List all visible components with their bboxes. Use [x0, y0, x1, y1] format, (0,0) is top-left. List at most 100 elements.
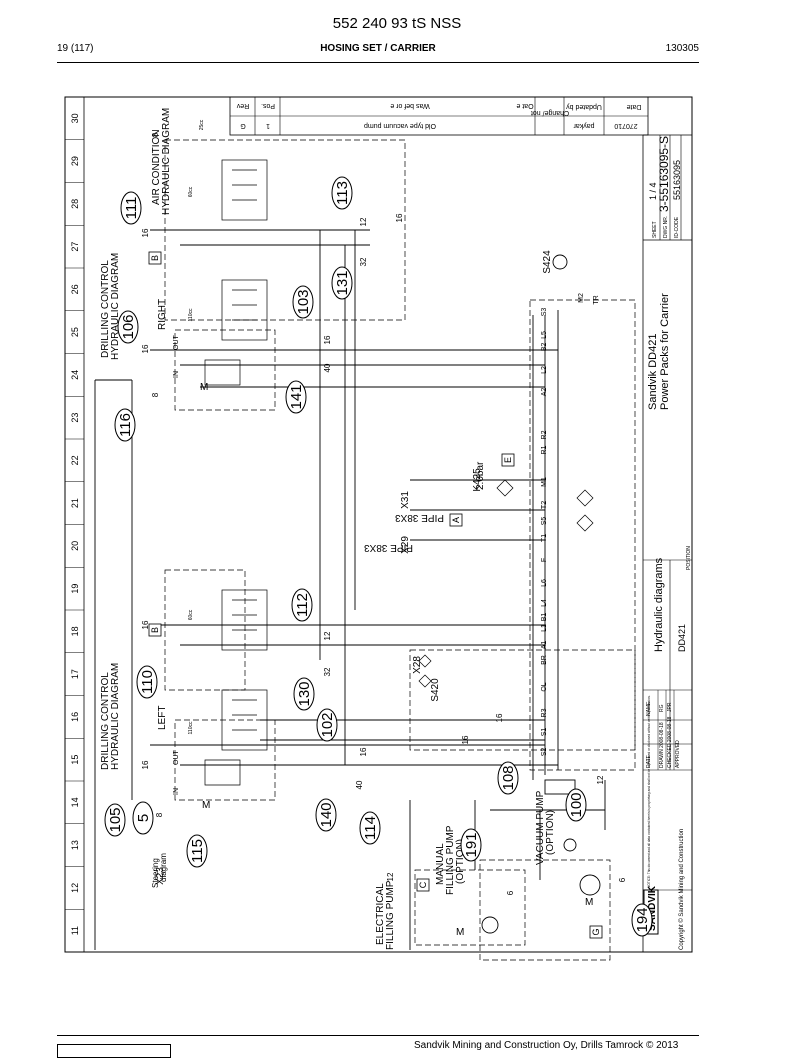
- line-size: 40: [355, 780, 364, 789]
- label-air-condition: AIR CONDITION: [151, 129, 162, 205]
- grid-number: 15: [70, 755, 80, 765]
- line-size: 12: [596, 775, 605, 784]
- line-size: 16: [141, 620, 150, 629]
- callout-number: 5: [135, 814, 152, 822]
- line-size: 12: [359, 217, 368, 226]
- svg-text:M: M: [200, 382, 208, 393]
- label-pressure: 2.0bar: [475, 461, 486, 490]
- rev-h-oate: Oat e: [516, 102, 533, 109]
- callout-115: 115: [186, 834, 208, 868]
- zone-letter-e: E: [501, 453, 515, 467]
- line-size: 40: [323, 363, 332, 372]
- pumps: [481, 254, 601, 934]
- zone-letter: B: [150, 627, 160, 633]
- volume-label: 110cc: [188, 721, 194, 734]
- tb-idcode: 55163095: [672, 160, 682, 200]
- zone-letter: C: [418, 881, 428, 888]
- callout-number: 141: [288, 384, 305, 409]
- callout-113: 113: [331, 176, 353, 210]
- line-size: 6: [618, 877, 627, 882]
- callout-number: 194: [634, 907, 651, 932]
- svg-text:M: M: [202, 800, 210, 811]
- tb-idcode-label: ID-CODE: [674, 216, 680, 238]
- ref-k425: K425: [472, 468, 483, 492]
- valve-blocks: [204, 159, 268, 786]
- tb-company: Sandvik DD421: [647, 334, 659, 410]
- tb-drawing-title: Hydraulic diagrams: [653, 557, 665, 652]
- callout-number: 116: [117, 413, 134, 437]
- line-size: 16: [495, 713, 504, 722]
- rev-h-date: Date: [627, 103, 642, 110]
- line-size: 32: [323, 667, 332, 676]
- line-size: 12: [323, 631, 332, 640]
- tb-position-label: POSITION: [686, 546, 692, 570]
- callout-103: 103: [292, 285, 314, 319]
- callout-number: 191: [463, 832, 480, 857]
- port-l4: L4: [541, 599, 548, 607]
- port-tr: TR: [593, 295, 600, 304]
- ref-x28: X28: [412, 656, 423, 674]
- svg-text:M: M: [456, 927, 464, 938]
- grid-number: 12: [70, 883, 80, 893]
- tb-checked: CHECKED 2008-08-18: [667, 716, 673, 768]
- footer-company: Sandvik Mining and Construction Oy, Dril…: [414, 1040, 679, 1051]
- label-in-left: IN: [173, 788, 180, 795]
- callout-number: 100: [568, 792, 585, 817]
- tb-model: DD421: [677, 624, 687, 652]
- line-size: 16: [359, 747, 368, 756]
- label-pipe-1: PIPE 38X3: [364, 542, 413, 553]
- tb-dwg-no: 3-55163095-S: [657, 136, 671, 212]
- callout-number: 112: [294, 593, 311, 617]
- label-electrical: ELECTRICAL: [375, 883, 386, 945]
- grid-number: 14: [70, 797, 80, 807]
- label-air-hyd: HYDRAULIC DIAGRAM: [161, 108, 172, 215]
- callout-number: 105: [107, 807, 124, 832]
- grid-number: 13: [70, 840, 80, 850]
- callout-number: 114: [362, 816, 379, 840]
- rev-by: paykar: [573, 122, 595, 129]
- port-a2: A2: [541, 388, 548, 397]
- port-l6: L6: [541, 579, 548, 587]
- callout-108: 108: [497, 761, 519, 795]
- tb-drawn: DRAWN 2008-08-18: [659, 722, 665, 768]
- port-a1: A1: [541, 641, 548, 650]
- label-out-right: OUT: [173, 335, 180, 351]
- callout-5: 5: [132, 801, 154, 835]
- callout-105: 105: [104, 803, 126, 837]
- filters: [418, 479, 594, 688]
- port-t1: T1: [541, 534, 548, 542]
- rev-h-pos: Pos.: [261, 102, 275, 109]
- label-right: RIGHT: [157, 299, 168, 330]
- volume-label: 60cc: [188, 186, 194, 197]
- zone-letter-b: B: [148, 251, 162, 265]
- rev-h-change: Change/ not: [531, 109, 569, 116]
- rev-h-by: Updated by: [566, 103, 602, 110]
- callout-number: 108: [500, 765, 517, 790]
- pipework: [94, 229, 606, 950]
- grid-number: 23: [70, 413, 80, 423]
- callout-131: 131: [331, 266, 353, 300]
- section-title: HOSING SET / CARRIER: [320, 43, 436, 54]
- label-manual: MANUAL: [435, 843, 446, 885]
- doc-number: 552 240 93 tS NSS: [332, 15, 462, 32]
- port-b2: B2: [541, 343, 548, 352]
- label-dc-left-1: DRILLING CONTROL: [100, 672, 111, 770]
- grid-number: 29: [70, 156, 80, 166]
- footer-rule: [57, 1035, 699, 1036]
- port-s1: S1: [541, 728, 548, 737]
- tb-approved: APPROVED: [675, 740, 681, 768]
- port-labels: S2S1R3OLBRA1L1B1L4L6FT1S5T2M1R1R2A2L2B2L…: [541, 293, 600, 756]
- rev-h-rev: Rev: [236, 102, 249, 109]
- tb-name-label: NAME: [646, 701, 652, 716]
- title-block: Sandvik DD421 Power Packs for Carrier Hy…: [642, 134, 692, 952]
- line-size: 16: [323, 335, 332, 344]
- date-code: 130305: [665, 43, 699, 54]
- tb-sheet: 1 / 4: [648, 182, 658, 200]
- grid-number: 16: [70, 712, 80, 722]
- volume-label: 110cc: [188, 308, 194, 321]
